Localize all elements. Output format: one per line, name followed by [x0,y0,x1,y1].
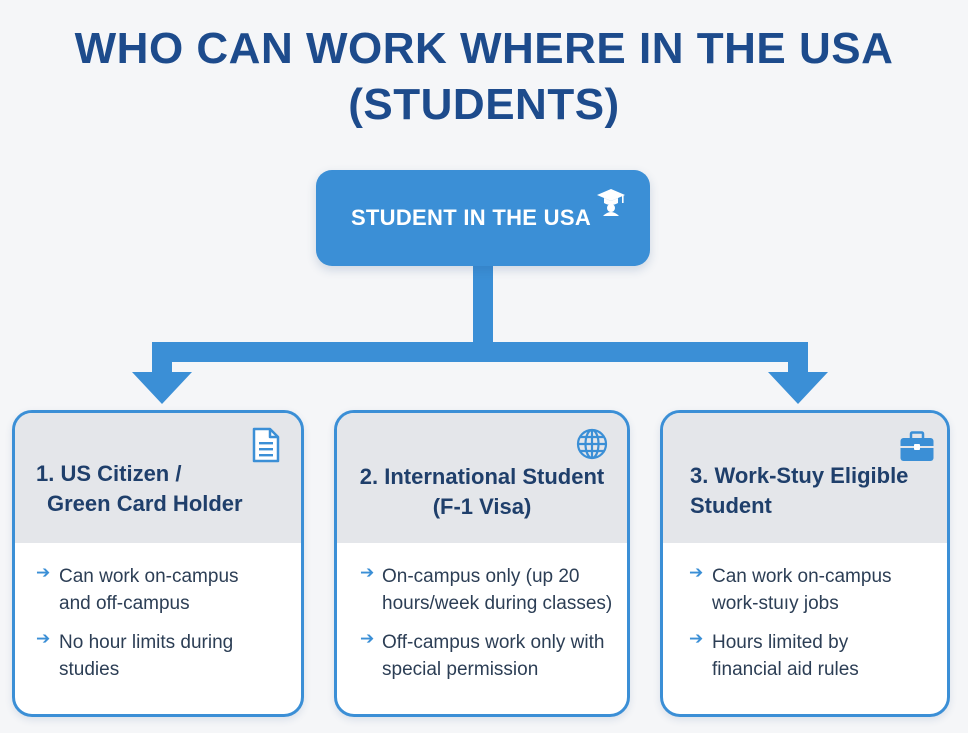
connector-horizontal [152,342,808,362]
card-title-line1: 1. US Citizen / [36,461,182,486]
arrow-right-icon: ➔ [36,563,51,583]
card-title-line2: Student [690,493,772,518]
bullet-line2: studies [59,659,120,680]
bullet-line1: Can work on-campus [712,566,892,587]
arrow-right-icon: ➔ [689,629,704,649]
bullet-line1: No hour limits during [59,632,234,653]
card-us-citizen: 1. US Citizen / Green Card Holder ➔ Can … [12,410,304,717]
page-subtitle: (STUDENTS) [348,80,620,129]
card-bullets: ➔ Can work on-campus and off-campus ➔ No… [15,563,301,695]
connector-right-drop [788,342,808,378]
list-item: ➔ Can work on-campus and off-campus [36,563,301,617]
card-header [663,413,947,543]
arrow-right-icon: ➔ [689,563,704,583]
bullet-line1: On-campus only (up 20 [382,566,580,587]
list-item: ➔ No hour limits during studies [36,629,301,683]
card-title: 3. Work-Stuy Eligible Student [690,461,908,521]
bullet-line2: special permission [382,659,539,680]
card-international-student: 2. International Student (F-1 Visa) ➔ On… [334,410,630,717]
bullet-line1: Off-campus work only with [382,632,605,653]
page-title: WHO CAN WORK WHERE IN THE USA [74,24,894,73]
card-title-line2: Green Card Holder [47,491,243,516]
bullet-line2: work-stuıy jobs [712,593,839,614]
list-item: ➔ Hours limited by financial aid rules [689,629,947,683]
card-bullets: ➔ Can work on-campus work-stuıy jobs ➔ H… [663,563,947,695]
card-work-study-student: 3. Work-Stuy Eligible Student ➔ Can work… [660,410,950,717]
bullet-line2: hours/week during classes) [382,593,613,614]
card-title-line1: 2. International Student [359,464,605,489]
arrowhead-left [132,372,192,404]
globe-icon [576,428,608,460]
card-title: 2. International Student (F-1 Visa) [337,462,627,522]
connector-left-drop [152,342,172,378]
arrow-right-icon: ➔ [360,563,375,583]
list-item: ➔ On-campus only (up 20 hours/week durin… [360,563,627,617]
briefcase-icon [900,431,934,461]
arrow-right-icon: ➔ [36,629,51,649]
card-title-line1: 3. Work-Stuy Eligible [690,463,909,488]
bullet-line2: and off-campus [59,593,190,614]
card-header [337,413,627,543]
bullet-line1: Can work on-campus [59,566,239,587]
card-bullets: ➔ On-campus only (up 20 hours/week durin… [337,563,627,695]
arrow-right-icon: ➔ [360,629,375,649]
bullet-line1: Hours limited by [712,632,849,653]
card-title-line2: (F-1 Visa) [432,494,532,519]
root-label: STUDENT IN THE USA [350,205,592,230]
list-item: ➔ Can work on-campus work-stuıy jobs [689,563,947,617]
graduation-cap-icon [597,189,625,216]
list-item: ➔ Off-campus work only with special perm… [360,629,627,683]
arrowhead-right [768,372,828,404]
document-icon [252,427,280,463]
connector-stem [473,264,493,346]
card-title: 1. US Citizen / Green Card Holder [36,459,243,519]
bullet-line2: financial aid rules [712,659,859,680]
root-node: STUDENT IN THE USA [316,170,650,266]
